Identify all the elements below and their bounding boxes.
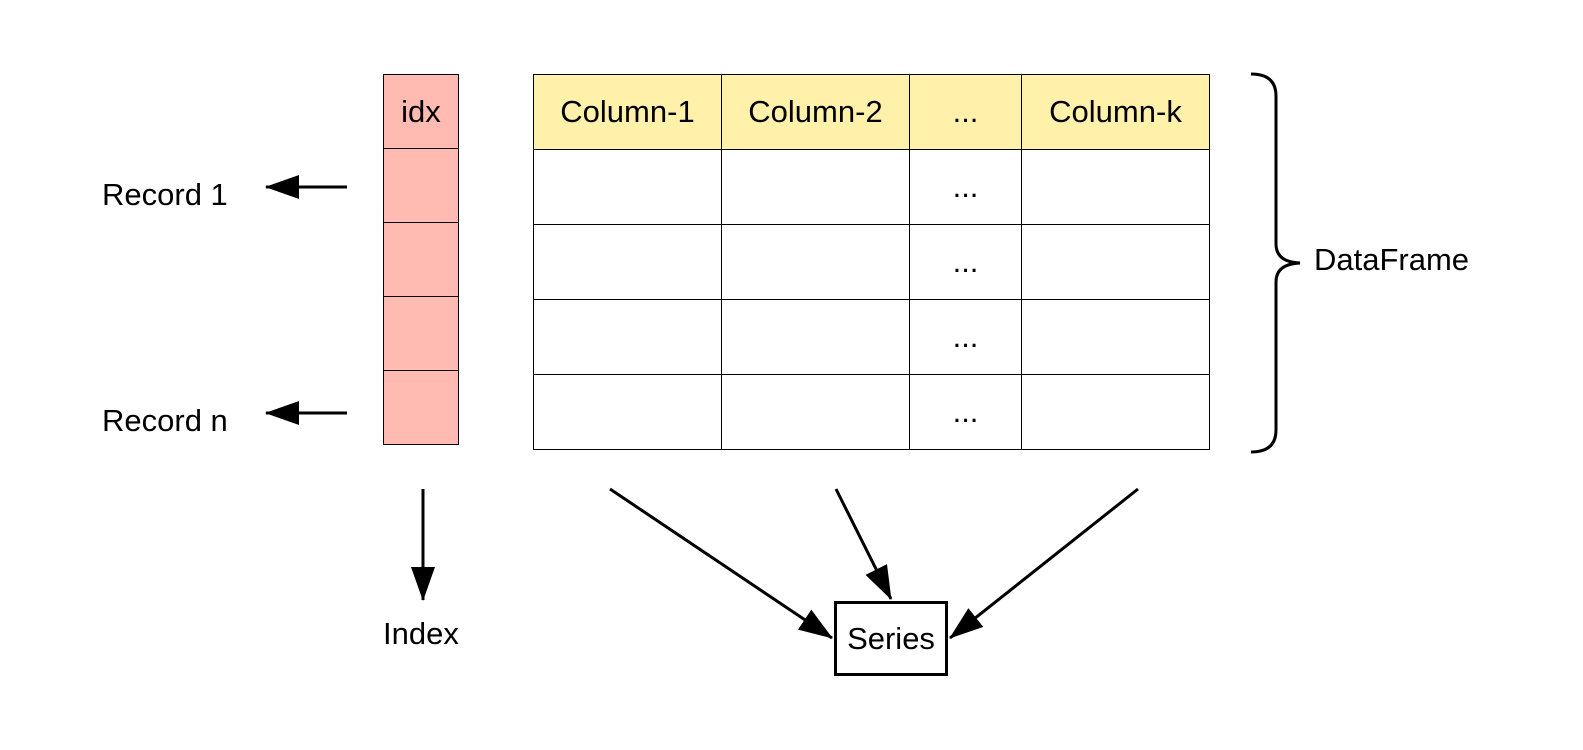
series-label: Series	[847, 620, 935, 656]
index-cell	[383, 222, 459, 297]
index-cell	[383, 148, 459, 223]
ellipsis-cell: ...	[909, 149, 1022, 225]
table-cell	[1021, 224, 1210, 300]
series-arrow-column-2	[834, 488, 893, 600]
table-cell	[721, 299, 910, 375]
table-cell	[721, 149, 910, 225]
table-row: ...	[533, 149, 1210, 225]
series-arrow-column-1	[609, 487, 833, 640]
column-header-1: Column-1	[533, 74, 722, 150]
column-header-ellipsis: ...	[909, 74, 1022, 150]
index-column: idx	[383, 74, 459, 445]
table-cell	[721, 224, 910, 300]
column-header-k: Column-k	[1021, 74, 1210, 150]
table-cell	[1021, 374, 1210, 450]
dataframe-brace	[1250, 72, 1301, 454]
table-cell	[533, 374, 722, 450]
index-label: Index	[383, 616, 459, 651]
index-cell	[383, 296, 459, 371]
dataframe-table: Column-1 Column-2 ... Column-k ... ... .…	[533, 74, 1210, 450]
table-row: ...	[533, 299, 1210, 375]
table-row: ...	[533, 224, 1210, 300]
column-header-2: Column-2	[721, 74, 910, 150]
table-row: ...	[533, 374, 1210, 450]
table-cell	[533, 149, 722, 225]
index-header: idx	[383, 74, 459, 149]
table-cell	[1021, 299, 1210, 375]
series-arrow-column-k	[949, 487, 1139, 640]
table-cell	[533, 224, 722, 300]
table-cell	[1021, 149, 1210, 225]
ellipsis-cell: ...	[909, 299, 1022, 375]
record-n-label: Record n	[102, 403, 228, 438]
table-cell	[721, 374, 910, 450]
ellipsis-cell: ...	[909, 224, 1022, 300]
table-cell	[533, 299, 722, 375]
record-1-label: Record 1	[102, 177, 228, 212]
index-cell	[383, 370, 459, 445]
dataframe-label: DataFrame	[1314, 242, 1470, 277]
header-row: Column-1 Column-2 ... Column-k	[533, 74, 1210, 150]
ellipsis-cell: ...	[909, 374, 1022, 450]
series-box: Series	[834, 601, 948, 676]
